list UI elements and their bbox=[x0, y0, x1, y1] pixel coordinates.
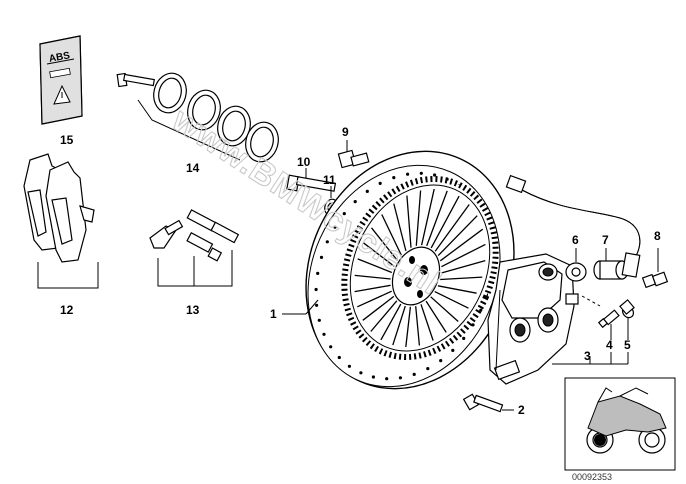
disc-spoke bbox=[440, 276, 483, 281]
disc-hole bbox=[426, 367, 430, 371]
disc-hole bbox=[353, 200, 357, 204]
brake-disc bbox=[305, 150, 515, 390]
disc-spoke bbox=[354, 284, 391, 293]
disc-hole bbox=[325, 240, 329, 244]
callout-15: 15 bbox=[60, 133, 74, 147]
callout-8: 8 bbox=[654, 229, 661, 243]
disc-hole bbox=[398, 376, 402, 380]
caliper-bolt bbox=[116, 72, 155, 88]
disc-spoke bbox=[415, 306, 421, 346]
disc-hole bbox=[337, 355, 341, 360]
motorcycle-thumbnail: 00092353 bbox=[564, 377, 676, 482]
abs-sensor bbox=[593, 248, 641, 280]
caliper-bolt-2 bbox=[462, 393, 514, 413]
disc-spoke bbox=[430, 195, 460, 249]
disc-hole bbox=[433, 173, 437, 177]
disc-hole bbox=[462, 336, 466, 340]
callout-5: 5 bbox=[624, 338, 631, 352]
callout-7: 7 bbox=[602, 233, 609, 247]
disc-spoke bbox=[357, 290, 392, 308]
disc-hole bbox=[314, 287, 318, 292]
disc-hole bbox=[342, 212, 346, 216]
disc-hole bbox=[371, 375, 375, 379]
disc-hole bbox=[392, 176, 396, 180]
disc-spoke bbox=[381, 214, 402, 256]
abs-text: ABS bbox=[48, 50, 71, 65]
disc-bolt-10 bbox=[286, 168, 337, 192]
disc-spoke bbox=[380, 303, 402, 341]
disc-spoke bbox=[357, 258, 393, 274]
disc-spoke bbox=[405, 306, 412, 348]
disc-bolt-9 bbox=[337, 140, 370, 169]
bleed-cap bbox=[619, 299, 635, 319]
disc-spoke bbox=[370, 300, 398, 332]
disc-spoke bbox=[434, 291, 469, 309]
callout-3: 3 bbox=[584, 349, 591, 363]
brake-pads bbox=[23, 153, 99, 289]
disc-hole bbox=[471, 323, 475, 327]
disc-hole bbox=[406, 172, 410, 176]
caliper-pins bbox=[149, 209, 240, 287]
brake-caliper bbox=[487, 253, 628, 385]
disc-hole bbox=[329, 345, 333, 349]
disc-spoke bbox=[426, 190, 448, 247]
disc-hole bbox=[315, 303, 319, 307]
disc-hole bbox=[378, 181, 382, 185]
disc-spoke bbox=[420, 188, 435, 246]
disc-hole bbox=[385, 377, 389, 381]
callout-12: 12 bbox=[60, 303, 74, 317]
disc-hole bbox=[347, 364, 351, 368]
sensor-spacer bbox=[565, 248, 587, 282]
disc-spoke bbox=[434, 204, 470, 252]
disc-spoke bbox=[415, 190, 422, 246]
disc-hole bbox=[419, 171, 423, 175]
callout-13: 13 bbox=[186, 303, 200, 317]
disc-spoke bbox=[420, 304, 434, 341]
callout-10: 10 bbox=[297, 155, 311, 169]
callout-9: 9 bbox=[342, 125, 349, 139]
disc-spoke bbox=[354, 274, 391, 280]
disc-hole bbox=[412, 372, 416, 376]
disc-spoke bbox=[430, 296, 459, 322]
diagram-number: 00092353 bbox=[572, 472, 612, 482]
disc-hole bbox=[317, 318, 321, 322]
disc-hole bbox=[479, 308, 483, 312]
disc-hole bbox=[359, 371, 363, 375]
disc-hole bbox=[333, 225, 337, 229]
disc-spoke bbox=[437, 285, 477, 294]
disc-spoke bbox=[437, 215, 478, 257]
callout-11: 11 bbox=[323, 173, 336, 187]
sensor-bolt bbox=[641, 248, 669, 289]
callout-14: 14 bbox=[186, 161, 200, 175]
callout-4: 4 bbox=[606, 338, 613, 352]
callout-6: 6 bbox=[572, 233, 579, 247]
disc-spoke bbox=[393, 203, 407, 252]
disc-hole bbox=[439, 359, 443, 363]
disc-hole bbox=[322, 332, 326, 336]
disc-spoke bbox=[425, 300, 447, 333]
disc-spoke bbox=[392, 305, 406, 346]
disc-hole bbox=[316, 271, 320, 275]
disc-hole bbox=[319, 255, 324, 259]
disc-hole bbox=[365, 189, 369, 193]
caliper-seal-rings bbox=[116, 72, 279, 163]
abs-sensor-cable bbox=[505, 174, 641, 257]
disc-spoke bbox=[406, 195, 412, 248]
abs-label-card: ABS bbox=[39, 35, 83, 125]
callout-2: 2 bbox=[518, 403, 525, 417]
disc-spoke bbox=[363, 242, 395, 267]
disc-spoke bbox=[441, 243, 486, 268]
disc-spoke bbox=[439, 228, 484, 262]
disc-spoke bbox=[362, 295, 395, 321]
disc-hole bbox=[451, 348, 455, 352]
disc-spoke bbox=[370, 227, 398, 261]
callout-1: 1 bbox=[270, 307, 277, 321]
disc-spoke bbox=[441, 259, 486, 274]
bleed-screw bbox=[597, 309, 620, 329]
